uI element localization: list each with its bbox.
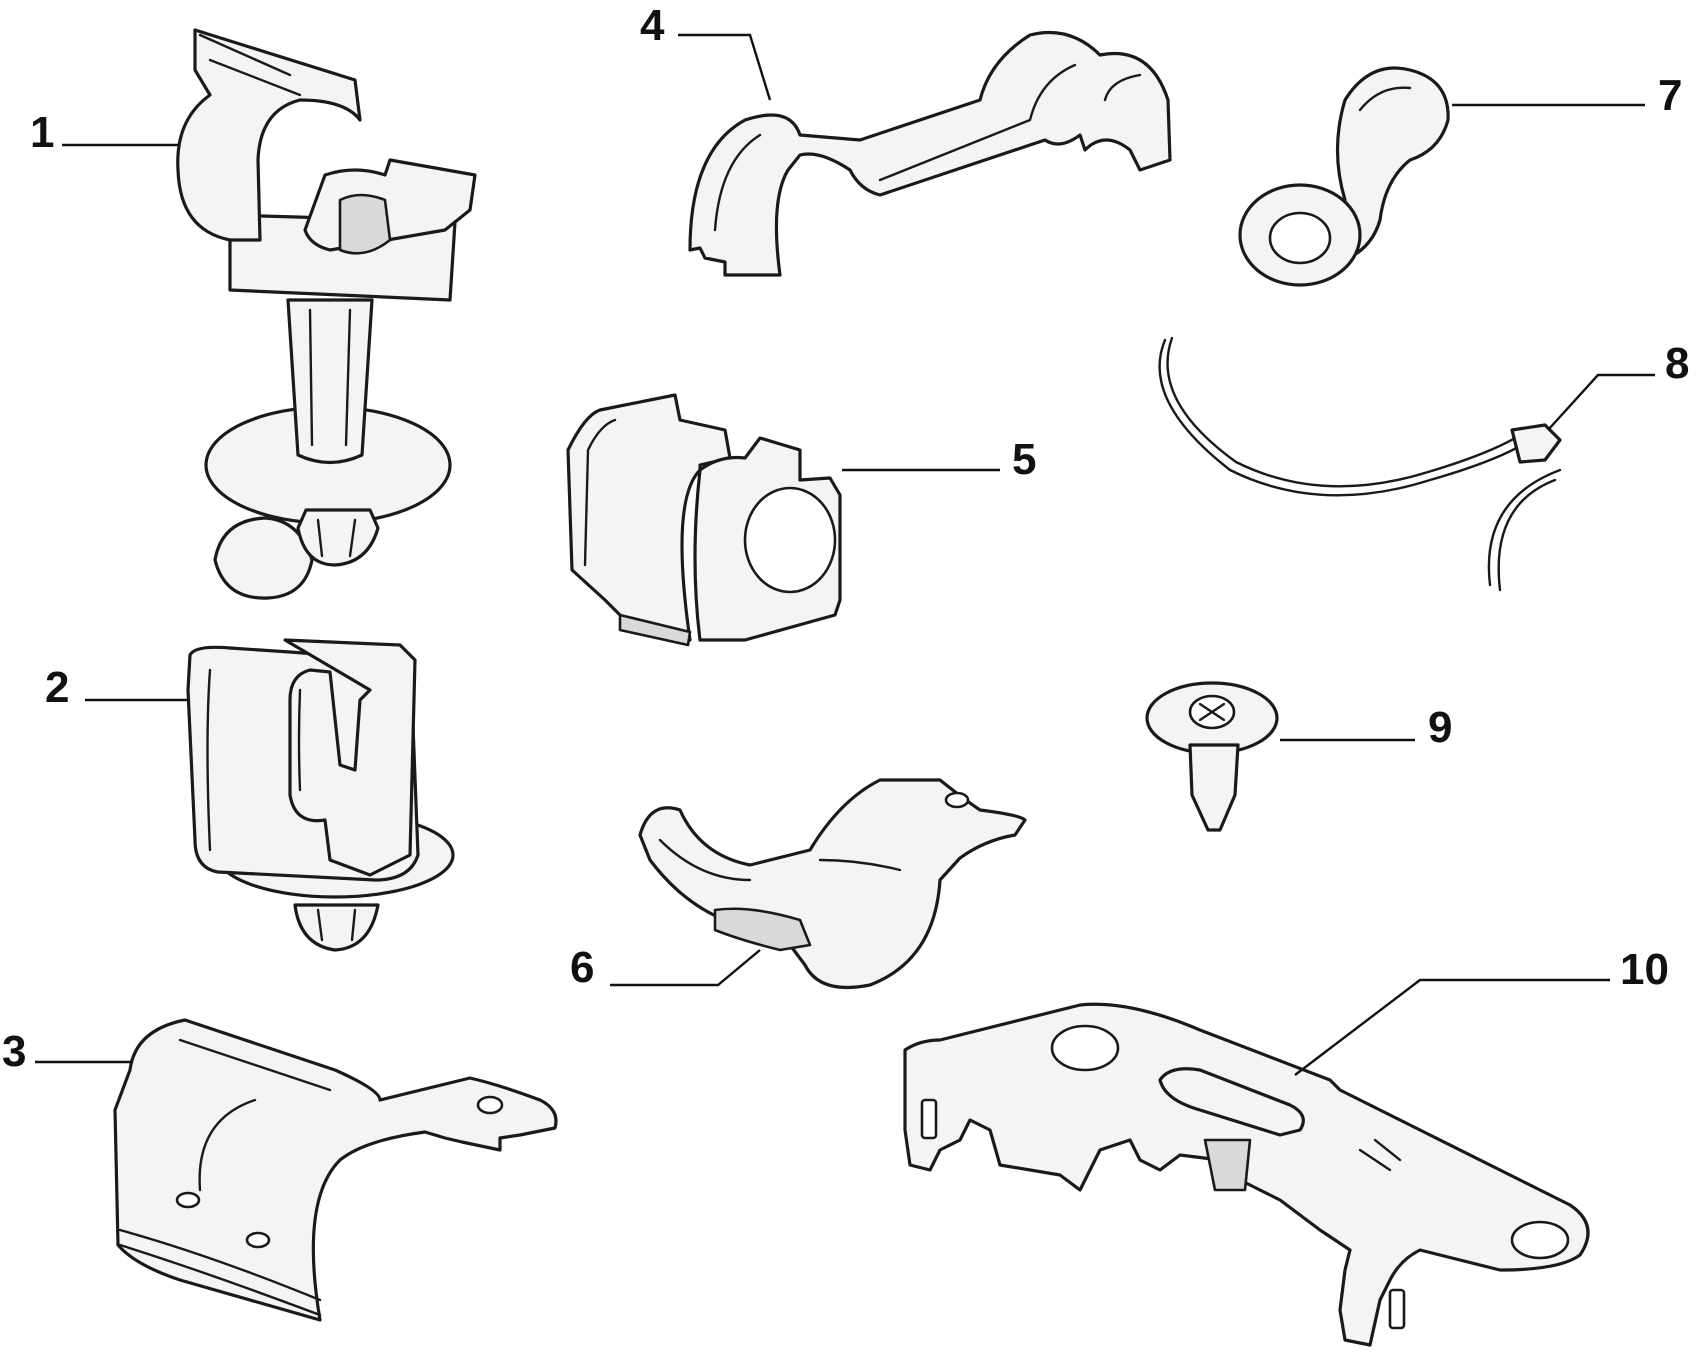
part-6-angled-clip <box>638 778 1027 990</box>
callout-6: 6 <box>570 943 594 992</box>
part-3-pipe-saddle-bracket <box>113 1018 558 1322</box>
callout-9: 9 <box>1428 703 1452 752</box>
leader-lines <box>35 33 1655 1076</box>
leader-8 <box>1547 373 1655 431</box>
part-9-push-rivet <box>1145 681 1279 832</box>
part-4-double-pipe-holder <box>688 30 1172 277</box>
part-2-single-clip-stud <box>186 638 455 952</box>
callout-labels: 1 2 3 4 5 6 7 8 9 10 <box>2 1 1689 1076</box>
callout-2: 2 <box>45 663 69 712</box>
part-1-double-pipe-clip-stud <box>176 28 477 600</box>
leader-4 <box>678 33 772 101</box>
callout-7: 7 <box>1658 71 1682 120</box>
part-5-square-pipe-clip <box>566 393 842 647</box>
callout-1: 1 <box>30 108 54 157</box>
callout-10: 10 <box>1620 945 1669 994</box>
leader-6 <box>610 949 761 987</box>
part-8-cable-tie <box>1158 336 1562 592</box>
part-7-rubber-grommet <box>1238 66 1450 287</box>
part-10-long-bracket <box>903 1002 1590 1347</box>
callout-4: 4 <box>640 1 665 50</box>
leader-10 <box>1294 978 1610 1076</box>
callout-3: 3 <box>2 1027 26 1076</box>
callout-8: 8 <box>1665 339 1689 388</box>
callout-5: 5 <box>1012 435 1036 484</box>
